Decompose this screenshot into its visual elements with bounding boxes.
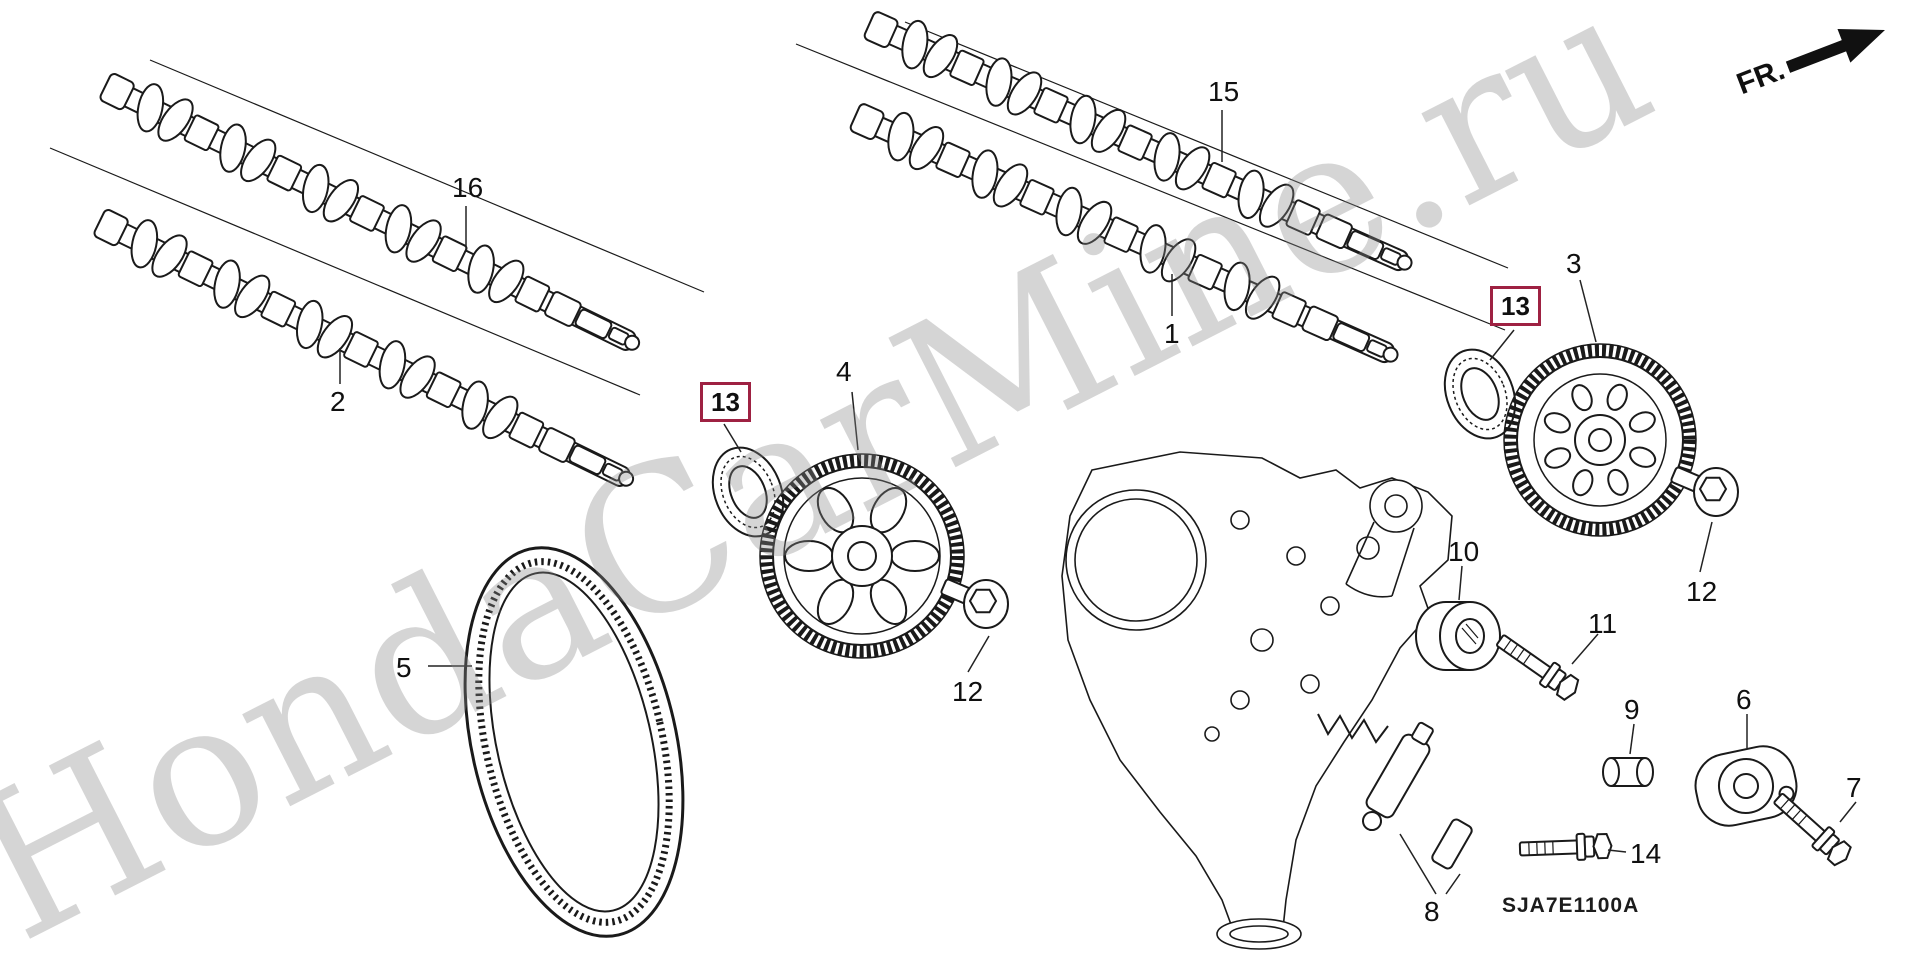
callout-2[interactable]: 2 bbox=[330, 386, 346, 417]
callout-12-right[interactable]: 12 bbox=[1686, 576, 1718, 607]
diagram-code: SJA7E1100A bbox=[1502, 894, 1640, 917]
callout-3[interactable]: 3 bbox=[1566, 248, 1582, 279]
callout-5[interactable]: 5 bbox=[396, 652, 412, 683]
pulley-bolt-left bbox=[939, 577, 1009, 629]
camshaft-2 bbox=[88, 198, 644, 505]
callout-12-left[interactable]: 12 bbox=[952, 676, 984, 707]
cam-pulley-left bbox=[759, 453, 965, 659]
callout-4[interactable]: 4 bbox=[836, 356, 852, 387]
oil-seal-right bbox=[1443, 348, 1517, 440]
tensioner-pivot-arm bbox=[1345, 479, 1423, 598]
tensioner-bolt-14 bbox=[1518, 831, 1613, 863]
callout-16[interactable]: 16 bbox=[452, 172, 484, 203]
leader-lines bbox=[339, 110, 1857, 895]
callout-13-right[interactable]: 13 bbox=[1490, 286, 1541, 326]
idler-bolt bbox=[1491, 628, 1584, 705]
cam-pulley-right bbox=[1503, 343, 1697, 537]
tensioner-bolt-7 bbox=[1768, 787, 1856, 870]
front-direction-indicator: FR. bbox=[1731, 8, 1899, 106]
callout-13-left[interactable]: 13 bbox=[700, 382, 751, 422]
idler-pulley bbox=[1415, 601, 1501, 671]
callout-10[interactable]: 10 bbox=[1448, 536, 1480, 567]
front-direction-arrow-icon bbox=[1785, 28, 1885, 73]
callout-9[interactable]: 9 bbox=[1624, 694, 1640, 725]
belt-tensioner bbox=[1694, 745, 1798, 827]
callout-1[interactable]: 1 bbox=[1164, 318, 1180, 349]
timing-belt bbox=[463, 546, 685, 938]
callout-8[interactable]: 8 bbox=[1424, 896, 1440, 927]
callout-14[interactable]: 14 bbox=[1630, 838, 1662, 869]
callout-6[interactable]: 6 bbox=[1736, 684, 1752, 715]
callout-15[interactable]: 15 bbox=[1208, 76, 1240, 107]
engine-block bbox=[1061, 451, 1453, 950]
tensioner-spring bbox=[1317, 713, 1389, 744]
camshaft-16 bbox=[94, 62, 650, 369]
callout-11[interactable]: 11 bbox=[1588, 608, 1618, 639]
callout-7[interactable]: 7 bbox=[1846, 772, 1862, 803]
oil-strainer-funnel bbox=[1216, 918, 1302, 950]
oil-seal-left bbox=[711, 446, 785, 538]
tensioner-assembly bbox=[1317, 713, 1473, 870]
tensioner-collar bbox=[1602, 757, 1654, 787]
